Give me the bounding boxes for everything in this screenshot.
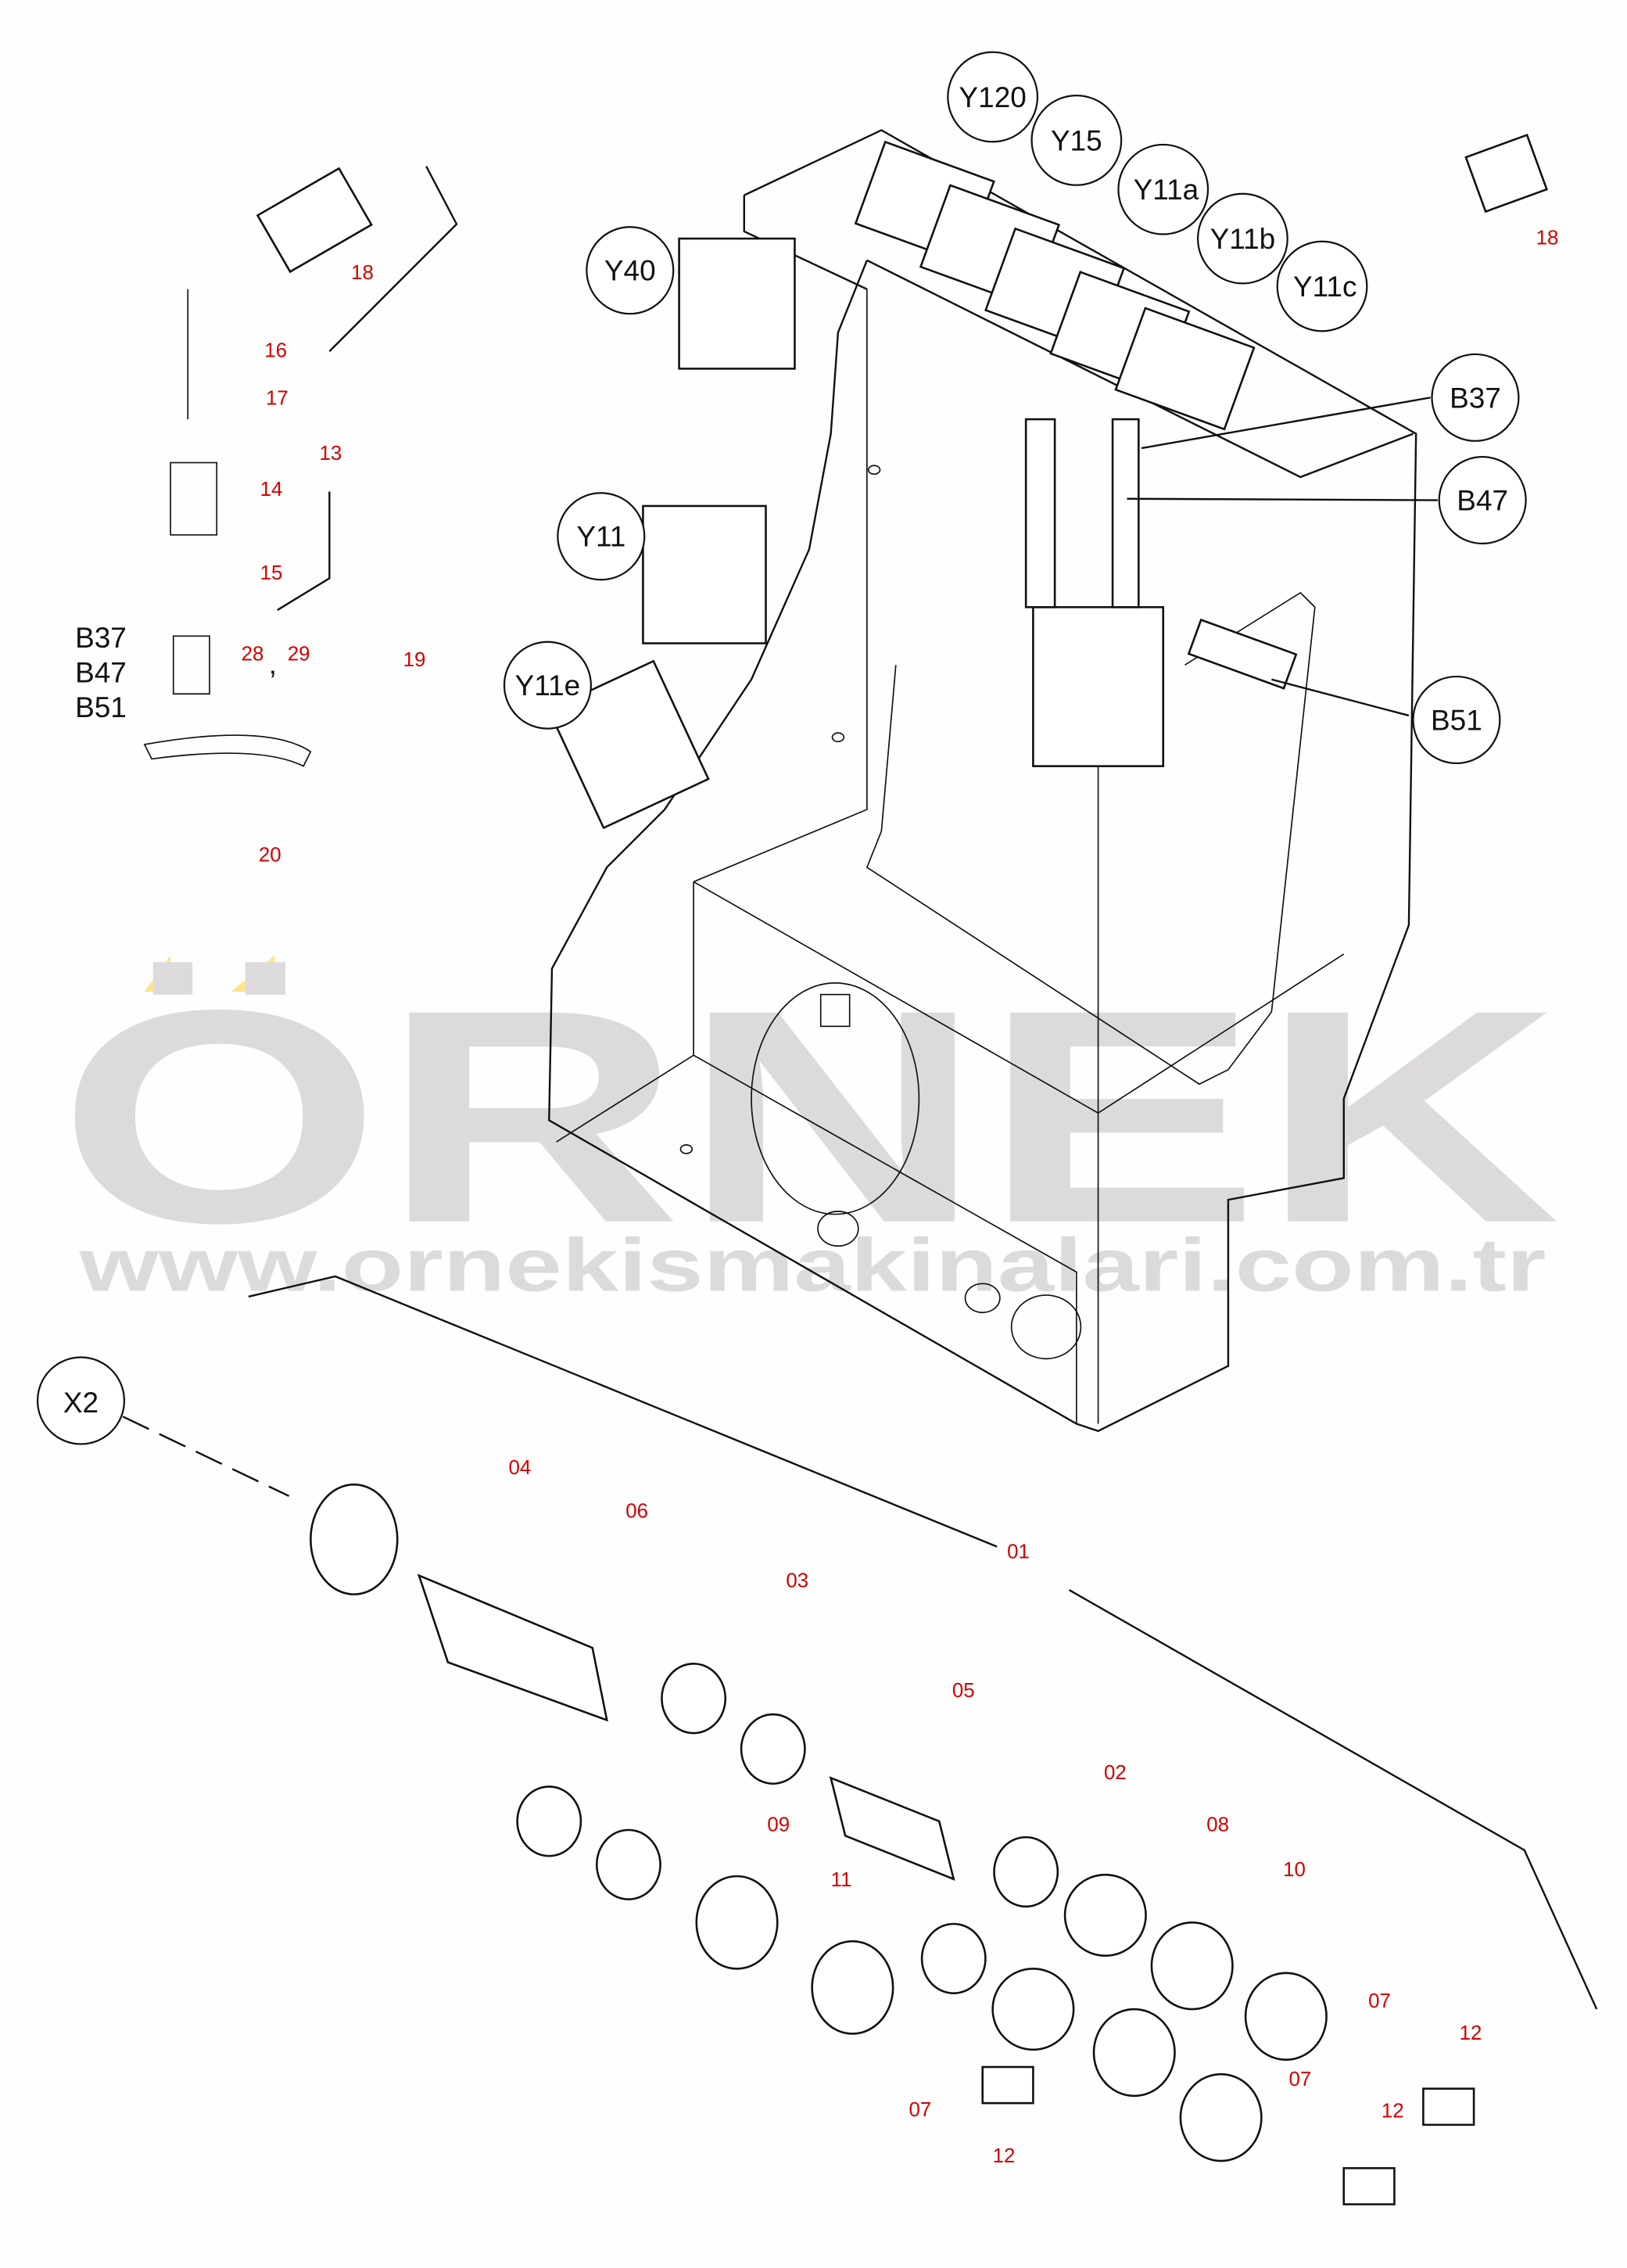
- part-number-label: 08: [1206, 1814, 1229, 1836]
- part-number-label: B37: [1450, 382, 1501, 414]
- part-number-label: 04: [509, 1457, 532, 1479]
- part-number-label: Y11c: [1293, 271, 1356, 303]
- callout-y11: Y11: [557, 492, 646, 581]
- part-number-label: 10: [1283, 1859, 1306, 1881]
- part-number-label: B47: [1457, 485, 1508, 517]
- part-number-label: 18: [351, 262, 374, 284]
- part-number-label: 15: [260, 562, 283, 584]
- part-number-label: 13: [319, 443, 342, 465]
- part-number-label: 12: [1382, 2101, 1404, 2123]
- part-number-label: Y15: [1051, 124, 1102, 156]
- part-number-label: 07: [1368, 1990, 1391, 2012]
- part-number-label: B51: [1431, 704, 1482, 736]
- part-number-label: 05: [952, 1680, 975, 1702]
- callout-y11e: Y11e: [503, 641, 592, 730]
- callout-y11c: Y11c: [1276, 240, 1368, 332]
- watermark-url: www.ornekismakinalari.com.tr: [78, 1224, 1546, 1308]
- part-number-label: 07: [1289, 2069, 1312, 2090]
- callout-b47: B47: [1438, 456, 1527, 545]
- part-number-label: Y11: [576, 521, 625, 553]
- callout-b51: B51: [1412, 675, 1501, 765]
- callout-y11a: Y11a: [1117, 143, 1209, 235]
- part-number-label: 12: [993, 2145, 1016, 2167]
- part-number-label: Y120: [959, 81, 1027, 113]
- callout-y40: Y40: [586, 226, 675, 315]
- part-number-label: Y40: [604, 255, 656, 287]
- sensor-labels: B37 B47 B51 ,: [75, 622, 277, 723]
- part-number-label: X2: [63, 1387, 99, 1419]
- part-number-label: Y11e: [515, 669, 581, 702]
- part-number-label: 02: [1104, 1762, 1127, 1784]
- part-number-label: Y11a: [1134, 174, 1199, 206]
- part-number-label: 17: [266, 388, 288, 410]
- part-number-label: 12: [1460, 2022, 1482, 2044]
- part-number-label: 06: [625, 1501, 648, 1523]
- part-number-label: ,: [269, 648, 277, 680]
- part-numbers: 18 16 17 13 14 15 28 29 19 20 18 04 06 0…: [242, 227, 1559, 2166]
- hydraulic-frame: [548, 129, 1417, 1433]
- connector-assembly: [143, 133, 1549, 2205]
- callout-x2: X2: [36, 1356, 126, 1445]
- part-number-label: 01: [1007, 1541, 1030, 1563]
- part-number-label: 14: [260, 479, 283, 501]
- part-number-label: B37: [75, 622, 127, 654]
- callout-b37: B37: [1431, 353, 1520, 442]
- part-number-label: B47: [75, 656, 127, 688]
- part-number-label: 28: [242, 644, 264, 666]
- callouts: Y120 Y15 Y11a Y11b Y11c Y40 B37 B47 Y11 …: [36, 51, 1527, 1445]
- callout-y11b: Y11b: [1196, 192, 1288, 285]
- watermark-brand: ÖRNEK: [58, 948, 1561, 1287]
- leader-lines: [122, 166, 1598, 2010]
- part-number-label: 16: [264, 340, 287, 362]
- solenoid-valves: [547, 140, 1298, 830]
- part-number-label: 09: [767, 1814, 790, 1836]
- part-number-label: 07: [908, 2099, 931, 2121]
- part-number-label: 29: [288, 644, 310, 666]
- part-number-label: 11: [831, 1869, 852, 1891]
- part-number-label: 19: [403, 649, 426, 671]
- callout-y120: Y120: [947, 51, 1039, 143]
- part-number-label: B51: [75, 691, 127, 723]
- part-number-label: 03: [786, 1570, 808, 1592]
- part-number-label: Y11b: [1210, 223, 1276, 255]
- part-number-label: 20: [259, 845, 281, 867]
- callout-y15: Y15: [1030, 95, 1123, 186]
- part-number-label: 18: [1536, 227, 1559, 249]
- watermark: ÖRNEK www.ornekismakinalari.com.tr: [58, 948, 1561, 1308]
